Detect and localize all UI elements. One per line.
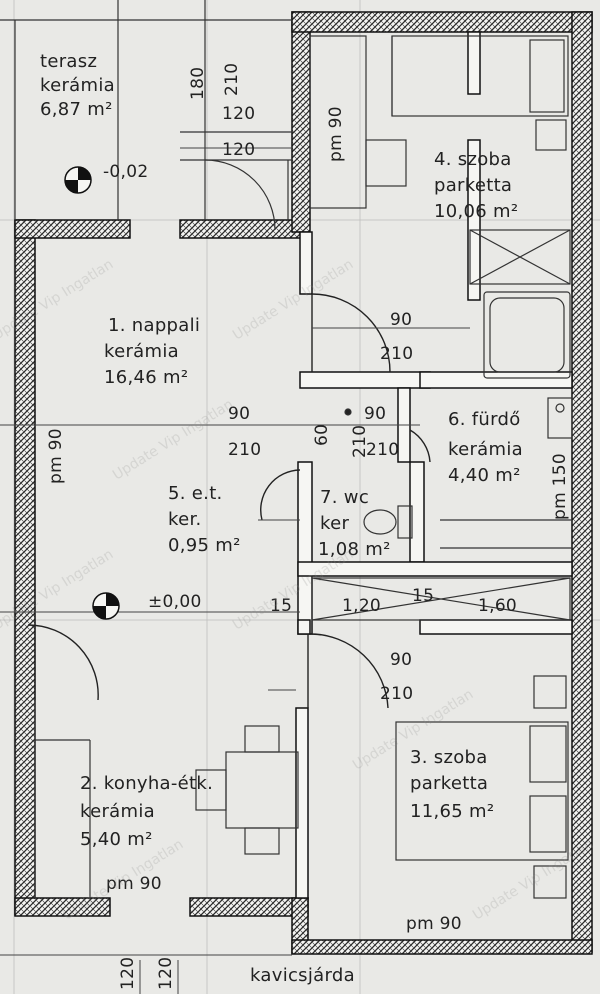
dim-1-20: 1,20	[342, 596, 382, 616]
room4-area: 10,06 m²	[434, 201, 519, 222]
living-floor: kerámia	[104, 341, 179, 362]
dim-120-d: 120	[156, 956, 176, 990]
room3-area: 11,65 m²	[410, 801, 495, 822]
wc-floor: ker	[320, 513, 350, 534]
room3-furniture	[395, 675, 569, 899]
bath-name: 6. fürdő	[448, 409, 521, 430]
room4-floor: parketta	[434, 175, 513, 196]
terrace-floor: kerámia	[40, 75, 115, 96]
bath-fixtures	[440, 291, 573, 549]
hall-floor: ker.	[168, 509, 202, 530]
terrace-area: 6,87 m²	[40, 99, 113, 120]
room4-parapet: pm 90	[326, 106, 346, 162]
dim-210-hall-door: 210	[228, 440, 262, 460]
dim-210-terrace: 210	[222, 62, 242, 96]
kitchen-name: 2. konyha-étk.	[80, 773, 214, 794]
room3-name: 3. szoba	[410, 747, 488, 768]
dim-180: 180	[188, 66, 208, 100]
ground-level: ±0,00	[148, 592, 202, 612]
hall-name: 5. e.t.	[168, 483, 223, 504]
level-marker-ground	[92, 592, 120, 620]
dim-210-room4-door: 210	[380, 344, 414, 364]
level-marker-terrace	[64, 166, 92, 194]
dim-90-hall-door: 90	[228, 404, 251, 424]
door-swings	[27, 293, 431, 709]
living-parapet: pm 90	[46, 428, 66, 484]
dim-90-bath-door: 90	[364, 404, 387, 424]
bath-parapet: pm 150	[550, 452, 570, 520]
dim-120-c: 120	[118, 956, 138, 990]
interior-walls	[295, 31, 573, 899]
bath-floor: kerámia	[448, 439, 523, 460]
living-name: 1. nappali	[108, 315, 201, 336]
terrace-lines	[0, 0, 292, 231]
room3-parapet: pm 90	[406, 914, 462, 934]
dim-90-room3-door: 90	[390, 650, 413, 670]
exterior-walls	[14, 11, 593, 955]
dim-120-b: 120	[222, 140, 256, 160]
hall-area: 0,95 m²	[168, 535, 241, 556]
corridor-cross	[311, 577, 571, 621]
dim-1-60: 1,60	[478, 596, 518, 616]
dimension-lines	[0, 147, 470, 994]
dim-120-a: 120	[222, 104, 256, 124]
dim-60: 60	[312, 423, 332, 446]
room3-floor: parketta	[410, 773, 489, 794]
bath-area: 4,40 m²	[448, 465, 521, 486]
room4-furniture	[309, 35, 571, 285]
kitchen-area: 5,40 m²	[80, 829, 153, 850]
kitchen-floor: kerámia	[80, 801, 155, 822]
gravel-path-label: kavicsjárda	[250, 965, 355, 986]
wc-area: 1,08 m²	[318, 539, 391, 560]
dim-15-b: 15	[412, 586, 435, 606]
kitchen-parapet: pm 90	[106, 874, 162, 894]
wc-fixtures	[344, 408, 413, 539]
kitchen-furniture	[34, 700, 299, 898]
terrace-name: terasz	[40, 51, 98, 72]
terrace-level: -0,02	[103, 162, 149, 182]
dim-210-bath-door: 210	[366, 440, 400, 460]
room4-name: 4. szoba	[434, 149, 512, 170]
dim-15-a: 15	[270, 596, 293, 616]
wc-name: 7. wc	[320, 487, 370, 508]
dim-210-room3-door: 210	[380, 684, 414, 704]
living-area: 16,46 m²	[104, 367, 189, 388]
dim-90-room4-door: 90	[390, 310, 413, 330]
